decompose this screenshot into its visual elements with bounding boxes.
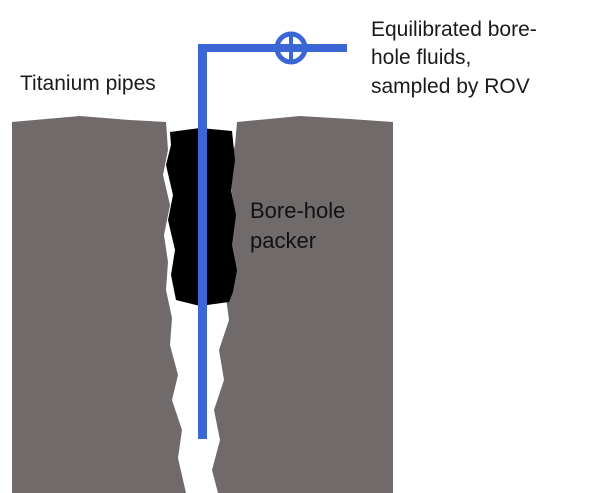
valve-icon — [274, 31, 308, 65]
fluids-label-line3: sampled by ROV — [371, 75, 530, 98]
right-rock-block — [212, 116, 393, 493]
packer-label-line1: Bore-hole — [250, 198, 345, 223]
left-rock-block — [12, 116, 186, 493]
fluids-label-line1: Equilibrated bore- — [371, 18, 537, 41]
titanium-pipes-label: Titanium pipes — [20, 72, 156, 95]
packer-label-line2: packer — [250, 228, 316, 253]
fluids-label-line2: hole fluids, — [371, 46, 471, 69]
titanium-pipe-horizontal — [198, 44, 347, 52]
titanium-pipe-vertical — [198, 44, 207, 439]
